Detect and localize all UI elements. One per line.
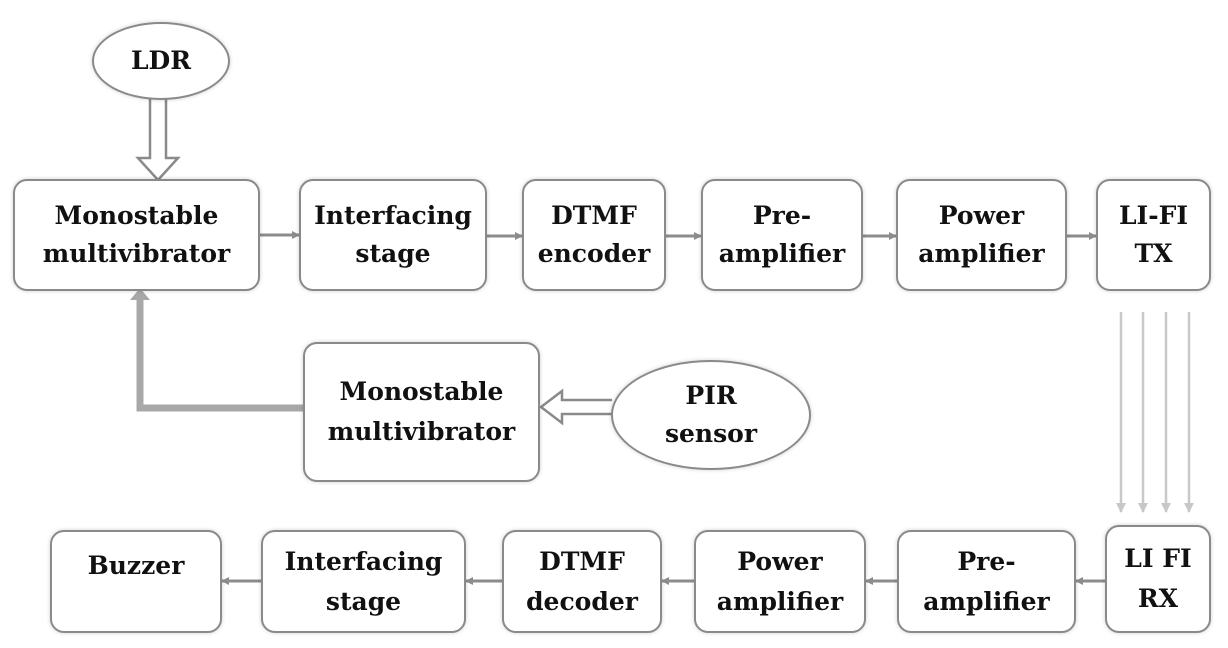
monostable-multivibrator-tx: Monostable multivibrator [13, 179, 260, 291]
buzzer: Buzzer [50, 530, 222, 633]
power-amplifier-tx: Power amplifier [896, 179, 1067, 291]
pre-amplifier-tx: Pre- amplifier [701, 179, 863, 291]
feedback-arrowhead [130, 288, 150, 300]
ldr-block-arrow [135, 99, 181, 182]
interfacing-stage-rx: Interfacing stage [261, 530, 466, 633]
monostable-multivibrator-pir: Monostable multivibrator [303, 342, 540, 482]
pir-block-arrow [538, 388, 612, 426]
lifi-receiver: LI FI RX [1105, 525, 1211, 633]
pre-amplifier-rx: Pre- amplifier [897, 530, 1076, 633]
feedback-connector [136, 298, 303, 412]
lifi-transmitter: LI-FI TX [1096, 179, 1211, 291]
dtmf-encoder: DTMF encoder [522, 179, 666, 291]
dtmf-decoder: DTMF decoder [502, 530, 662, 633]
pir-sensor-node: PIR sensor [611, 360, 811, 470]
power-amplifier-rx: Power amplifier [694, 530, 866, 633]
interfacing-stage-tx: Interfacing stage [299, 179, 487, 291]
ldr-node: LDR [92, 22, 230, 100]
